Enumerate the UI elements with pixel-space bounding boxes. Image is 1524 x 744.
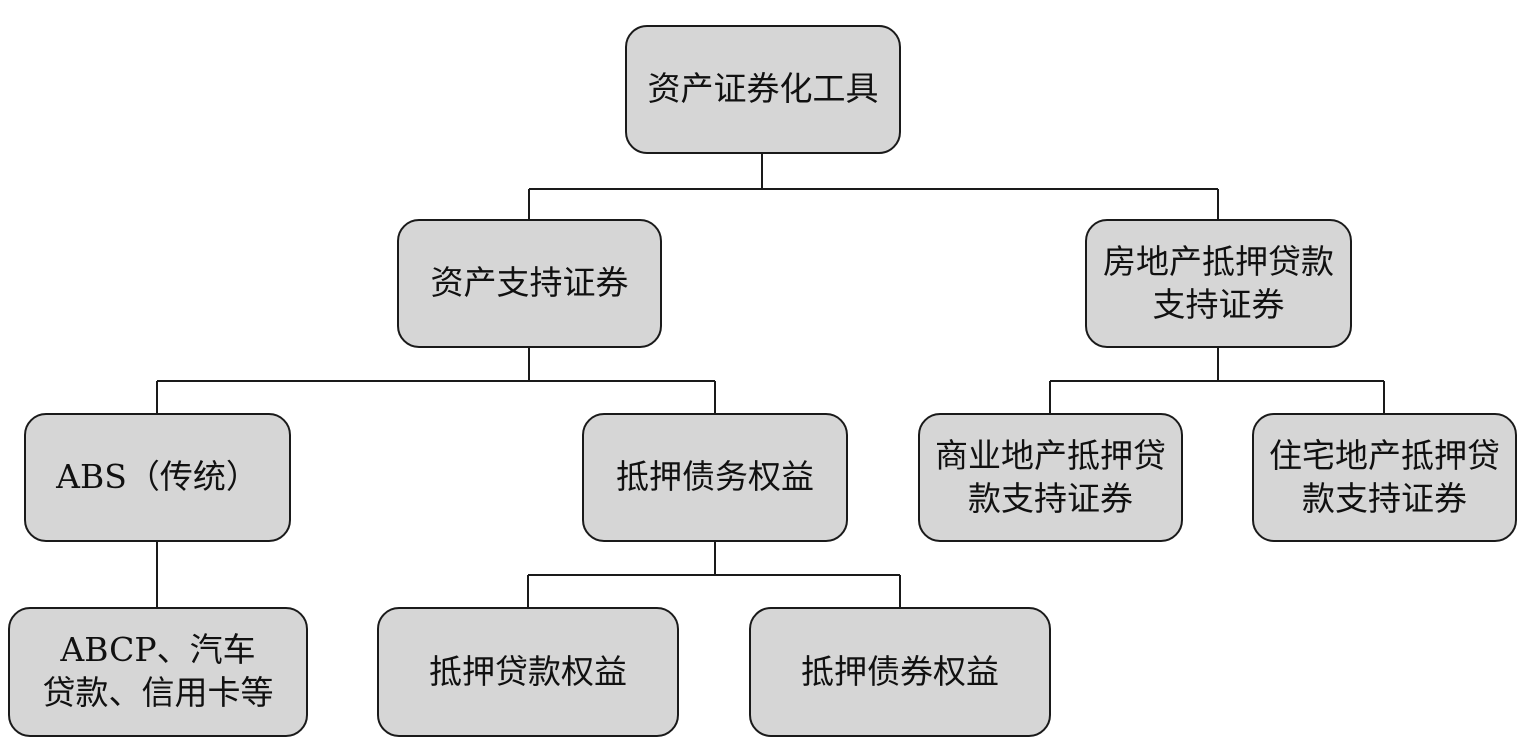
node-abcp-auto-credit-card: ABCP、汽车 贷款、信用卡等 [8,607,308,737]
node-mortgage-loan-interest: 抵押贷款权益 [377,607,679,737]
connector-abs-to-children [156,348,716,413]
node-cmbs: 商业地产抵押贷 款支持证券 [918,413,1183,542]
node-asset-backed-securities: 资产支持证券 [397,219,662,348]
node-label: ABCP、汽车 贷款、信用卡等 [42,630,274,712]
node-mortgage-debt-interest: 抵押债务权益 [582,413,848,542]
node-mortgage-backed-securities: 房地产抵押贷款 支持证券 [1085,219,1352,348]
node-traditional-abs: ABS（传统） [24,413,291,542]
connector-root-to-abs-and-mbs [528,154,1219,219]
node-label: 资产证券化工具 [647,69,879,109]
node-label: 抵押债券权益 [801,651,999,691]
connector-mbs-to-children [1049,348,1385,413]
node-label: 房地产抵押贷款 支持证券 [1103,241,1334,324]
node-label: 商业地产抵押贷 款支持证券 [935,435,1166,518]
node-rmbs: 住宅地产抵押贷 款支持证券 [1252,413,1517,542]
node-label: 抵押贷款权益 [429,651,627,691]
node-label: ABS（传统） [56,457,259,497]
connector-mdi-to-children [527,542,901,607]
node-label: 住宅地产抵押贷 款支持证券 [1269,435,1500,518]
node-label: 资产支持证券 [430,263,629,303]
node-securitization-tools: 资产证券化工具 [625,25,901,154]
node-mortgage-bond-interest: 抵押债券权益 [749,607,1051,737]
node-label: 抵押债务权益 [616,457,814,497]
